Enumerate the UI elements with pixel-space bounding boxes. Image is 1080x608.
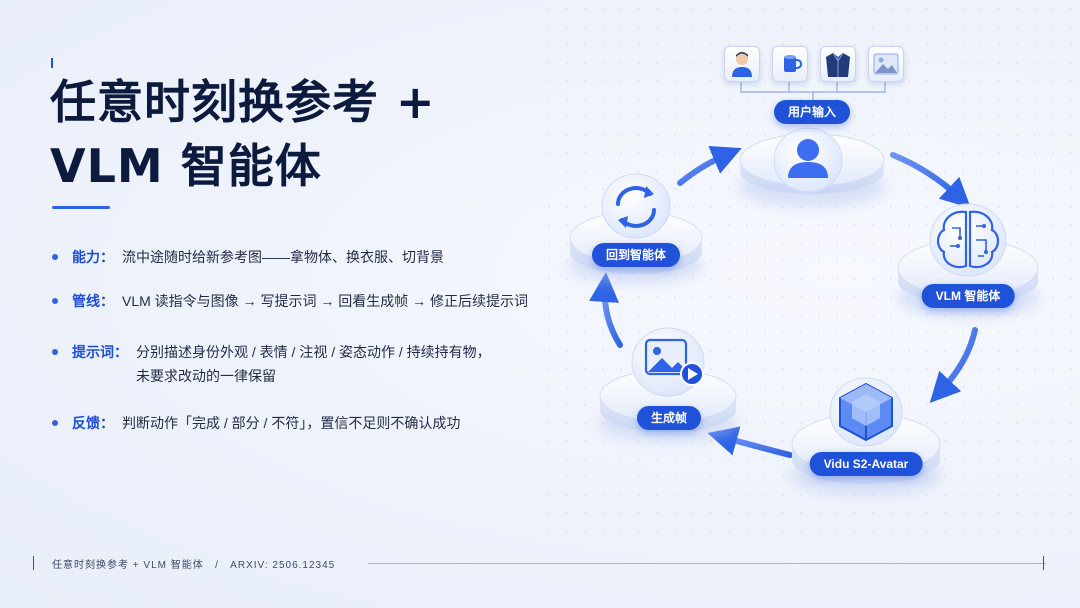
node-label-generated-frame: 生成帧 bbox=[636, 406, 702, 430]
footer-rule bbox=[368, 563, 1046, 564]
landscape-icon bbox=[868, 46, 904, 82]
arrow-frame-to-agent bbox=[589, 272, 623, 348]
node-label-vlm-agent: VLM 智能体 bbox=[921, 284, 1015, 308]
refresh-icon bbox=[601, 173, 671, 239]
slide-title-line-2: VLM 智能体 bbox=[50, 139, 322, 193]
arrow-vidu-to-frame bbox=[707, 426, 793, 458]
bullet-text: 判断动作「完成 / 部分 / 不符」，置信不足则不确认成功 bbox=[122, 415, 461, 431]
person-icon bbox=[724, 46, 760, 82]
bullet-text: 流中途随时给新参考图——拿物体、换衣服、切背景 bbox=[122, 249, 444, 265]
arrow-agent-to-user bbox=[677, 146, 742, 186]
bullet-label: 能力： bbox=[72, 249, 114, 265]
node-label-user-input: 用户输入 bbox=[773, 100, 851, 124]
thumbnail-connectors bbox=[740, 82, 886, 100]
arrow-user-to-vlm bbox=[890, 152, 971, 209]
bullet-text-continued: 未要求改动的一律保留 bbox=[136, 368, 276, 384]
footer-caption: 任意时刻换参考 + VLM 智能体 / ARXIV: 2506.12345 bbox=[52, 560, 336, 571]
node-label-vidu: Vidu S2-Avatar bbox=[809, 452, 923, 476]
bullet-label: 反馈： bbox=[72, 415, 114, 431]
footer-end-tick bbox=[1043, 556, 1044, 570]
bullet-dot bbox=[52, 420, 58, 426]
brain-circuit-icon bbox=[929, 203, 1007, 277]
image-play-icon bbox=[631, 327, 705, 397]
arrow-vlm-to-vidu bbox=[929, 327, 978, 403]
jacket-icon bbox=[820, 46, 856, 82]
cup-icon bbox=[772, 46, 808, 82]
bullet-label: 管线： bbox=[72, 293, 114, 309]
bullet-label: 提示词： bbox=[72, 344, 128, 360]
title-accent-tick bbox=[51, 58, 53, 68]
footer-accent-tick bbox=[33, 556, 34, 570]
node-label-back-to-agent: 回到智能体 bbox=[591, 243, 681, 267]
bullet-text: VLM 读指令与图像 → 写提示词 → 回看生成帧 → 修正后续提示词 bbox=[122, 293, 529, 309]
bullet-dot bbox=[52, 349, 58, 355]
bullet-dot bbox=[52, 254, 58, 260]
slide-title-line-1: 任意时刻换参考 + bbox=[50, 75, 436, 129]
cube-icon bbox=[829, 377, 903, 447]
title-underline bbox=[52, 206, 110, 209]
cycle-arrows bbox=[589, 146, 978, 458]
user-icon bbox=[773, 127, 843, 193]
bullet-text: 分别描述身份外观 / 表情 / 注视 / 姿态动作 / 持续持有物， bbox=[136, 344, 491, 360]
bullet-dot bbox=[52, 298, 58, 304]
